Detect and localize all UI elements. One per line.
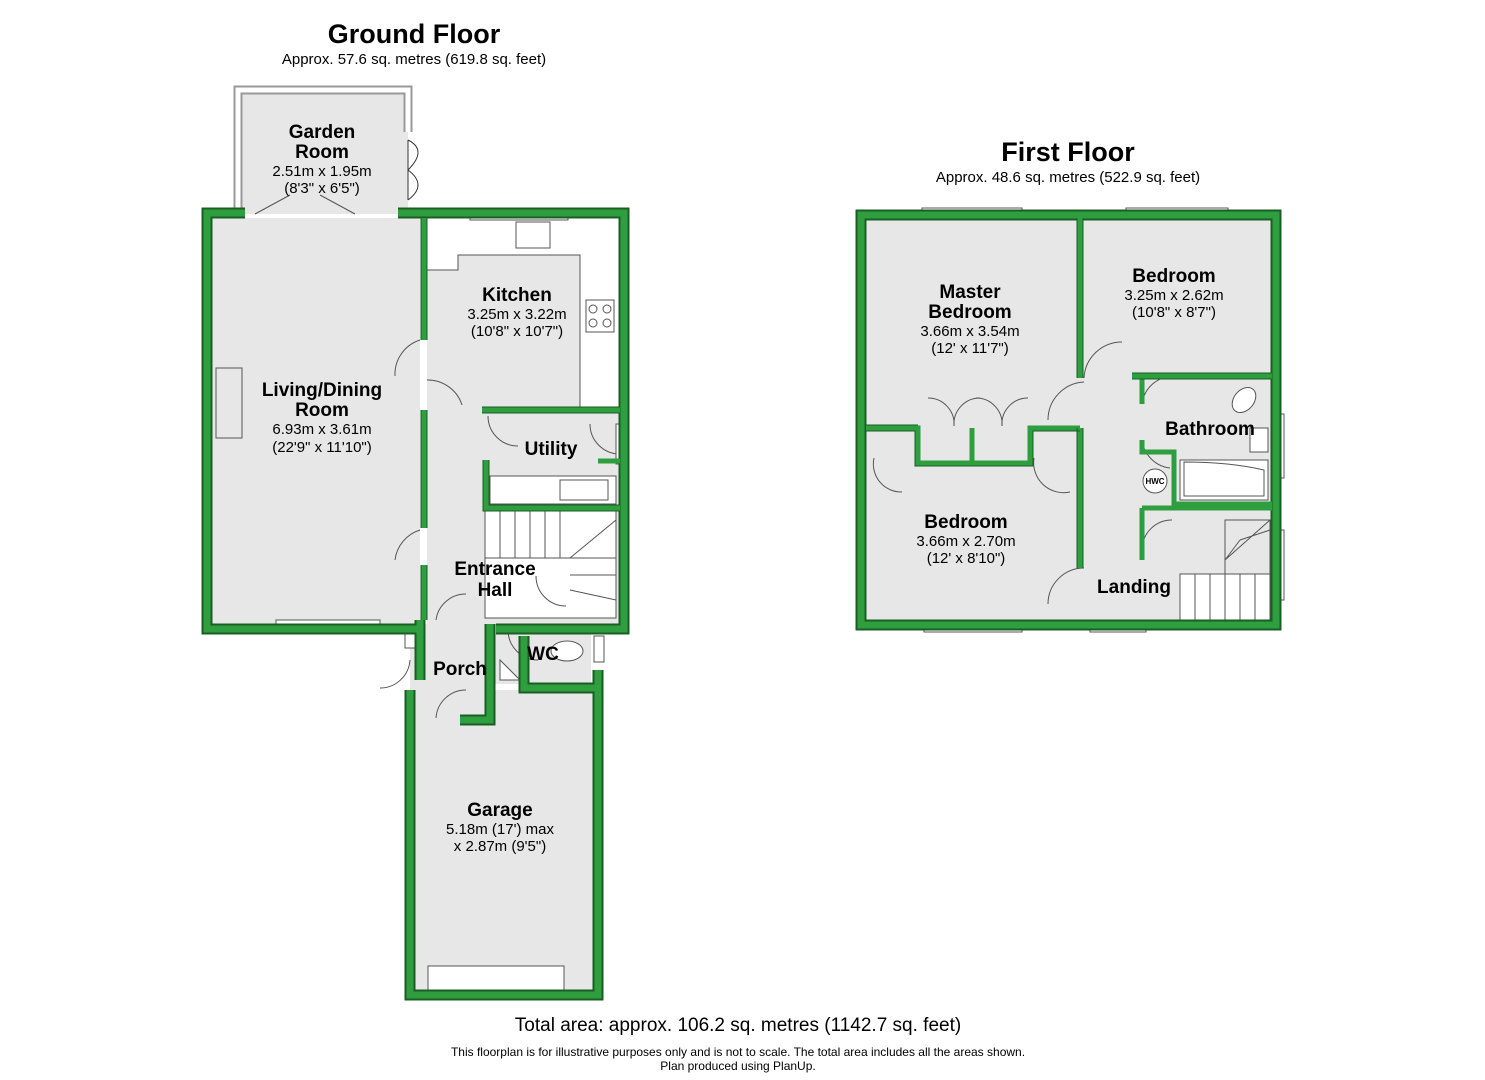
bedroom-2-dims: 3.25m x 2.62m xyxy=(1124,287,1223,304)
disclaimer-note: This floorplan is for illustrative purpo… xyxy=(450,1045,1026,1059)
first-floor-internal-wall-edges xyxy=(866,218,1272,568)
garden-room xyxy=(233,85,419,214)
ground-floor-stairs xyxy=(484,509,617,619)
first-floor-walls xyxy=(857,211,1280,629)
garden-room-name-2: Room xyxy=(295,142,349,163)
garden-room-dims-imperial: (8'3" x 6'5") xyxy=(284,180,360,197)
first-floor-title: First Floor xyxy=(1001,137,1135,167)
living-dining-dims-imperial: (22'9" x 11'10") xyxy=(272,439,372,456)
ground-floor-door-swings xyxy=(254,194,621,719)
first-floor-plan: HWC xyxy=(855,207,1285,633)
bathroom-name: Bathroom xyxy=(1165,419,1255,440)
entrance-hall-name-1: Entrance xyxy=(454,559,535,580)
total-area: Total area: approx. 106.2 sq. metres (11… xyxy=(514,1015,962,1036)
first-floor-internal-walls xyxy=(866,218,1272,568)
ground-floor-labels: Garden Room 2.51m x 1.95m (8'3" x 6'5") … xyxy=(262,122,578,855)
kitchen-dims: 3.25m x 3.22m xyxy=(467,306,566,323)
living-dining-name-1: Living/Dining xyxy=(262,380,382,401)
living-dining-name-2: Room xyxy=(295,400,349,421)
ground-floor-title: Ground Floor xyxy=(327,19,501,49)
wc-fixtures xyxy=(499,640,584,681)
ground-floor-walls xyxy=(203,209,628,999)
garage-dims-imperial: x 2.87m (9'5") xyxy=(454,838,546,855)
garage-floor xyxy=(410,690,598,990)
entrance-hall-name-2: Hall xyxy=(478,580,513,601)
sink-icon xyxy=(515,221,551,249)
master-bedroom-name-1: Master xyxy=(939,282,1001,303)
landing-name: Landing xyxy=(1097,577,1171,598)
kitchen-dims-imperial: (10'8" x 10'7") xyxy=(471,323,563,340)
hwc-label: HWC xyxy=(1145,477,1164,486)
hwc-cylinder-icon xyxy=(1142,468,1168,494)
porch-name: Porch xyxy=(433,659,487,680)
toilet-icon xyxy=(1231,386,1257,414)
bedroom-2-dims-imperial: (10'8" x 8'7") xyxy=(1132,304,1216,321)
ground-floor-internal-walls xyxy=(421,218,620,620)
hob-icon xyxy=(585,299,615,333)
bedroom-3-dims: 3.66m x 2.70m xyxy=(916,533,1015,550)
ground-floor-area: Approx. 57.6 sq. metres (619.8 sq. feet) xyxy=(281,51,547,68)
master-bedroom-name-2: Bedroom xyxy=(928,302,1011,323)
plan-credit: Plan produced using PlanUp. xyxy=(660,1059,816,1073)
basin-icon xyxy=(1249,427,1269,453)
wc-name: WC xyxy=(527,644,559,665)
garden-room-name-1: Garden xyxy=(289,122,356,143)
floorplan-drawing: Garden Room 2.51m x 1.95m (8'3" x 6'5") … xyxy=(201,85,1285,1001)
living-dining-dims: 6.93m x 3.61m xyxy=(272,421,371,438)
bedroom-3-name: Bedroom xyxy=(924,512,1007,533)
living-dining-floor xyxy=(212,218,420,624)
utility-name: Utility xyxy=(525,439,578,460)
first-floor-labels: Master Bedroom 3.66m x 3.54m (12' x 11'7… xyxy=(916,266,1254,598)
first-floor-area: Approx. 48.6 sq. metres (522.9 sq. feet) xyxy=(935,169,1201,186)
bedroom-2-name: Bedroom xyxy=(1132,266,1215,287)
kitchen-name: Kitchen xyxy=(482,285,552,306)
garden-room-dims: 2.51m x 1.95m xyxy=(272,163,371,180)
ground-floor-plan: Garden Room 2.51m x 1.95m (8'3" x 6'5") … xyxy=(201,85,630,1001)
utility-worktop xyxy=(489,475,617,505)
bedroom-3-dims-imperial: (12' x 8'10") xyxy=(927,550,1006,567)
garage-name: Garage xyxy=(467,800,532,821)
master-bedroom-dims-imperial: (12' x 11'7") xyxy=(931,340,1008,357)
first-floor-floor xyxy=(862,216,1276,624)
bath-icon xyxy=(1179,459,1269,501)
utility-sink-icon xyxy=(559,479,609,501)
garage-dims: 5.18m (17') max xyxy=(446,821,554,838)
ground-floor-internal-wall-edges xyxy=(420,218,620,620)
bathroom-fixtures: HWC xyxy=(1142,386,1269,501)
master-bedroom-dims: 3.66m x 3.54m xyxy=(920,323,1019,340)
first-floor-stairs xyxy=(1179,519,1271,621)
